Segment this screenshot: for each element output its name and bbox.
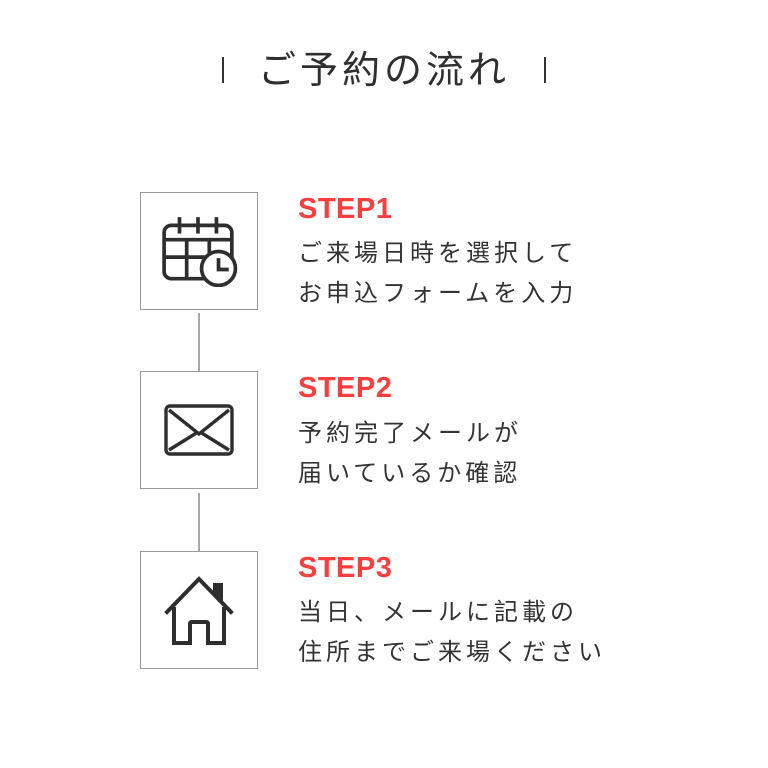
step-1-line-1: ご来場日時を選択して <box>298 239 578 268</box>
step-3-line-1: 当日、メールに記載の <box>298 598 578 627</box>
connector-line-1 <box>198 313 200 372</box>
step-2-description: 予約完了メールが 届いているか確認 <box>298 413 522 493</box>
house-icon <box>164 576 234 645</box>
step-1-icon-box <box>140 192 258 310</box>
step-1-line-2: お申込フォームを入力 <box>298 279 578 308</box>
step-3: STEP3 当日、メールに記載の 住所までご来場ください <box>140 550 606 672</box>
step-2-text: STEP2 予約完了メールが 届いているか確認 <box>298 371 522 492</box>
step-2-line-2: 届いているか確認 <box>298 458 522 487</box>
step-2-icon-box <box>140 371 258 490</box>
step-1: STEP1 ご来場日時を選択して お申込フォームを入力 <box>140 192 606 313</box>
envelope-icon <box>164 404 234 457</box>
step-2-label: STEP2 <box>298 372 393 405</box>
step-1-description: ご来場日時を選択して お申込フォームを入力 <box>298 233 577 313</box>
step-3-text: STEP3 当日、メールに記載の 住所までご来場ください <box>298 551 606 672</box>
step-2-line-1: 予約完了メールが <box>298 418 522 447</box>
step-1-label: STEP1 <box>298 193 393 225</box>
title-left-bar <box>221 57 224 83</box>
step-3-description: 当日、メールに記載の 住所までご来場ください <box>298 592 606 672</box>
step-3-label: STEP3 <box>298 551 393 584</box>
reservation-flow: STEP1 ご来場日時を選択して お申込フォームを入力 STEP2 予約完了メー… <box>140 192 606 672</box>
page-title-text: ご予約の流れ <box>257 48 510 92</box>
calendar-clock-icon <box>162 217 238 287</box>
connector-line-2 <box>198 492 200 551</box>
page-title: ご予約の流れ <box>0 48 768 92</box>
step-1-text: STEP1 ご来場日時を選択して お申込フォームを入力 <box>298 192 577 313</box>
title-right-bar <box>544 57 546 83</box>
step-3-line-2: 住所までご来場ください <box>298 638 606 667</box>
step-2: STEP2 予約完了メールが 届いているか確認 <box>140 371 606 492</box>
step-3-icon-box <box>140 550 258 669</box>
